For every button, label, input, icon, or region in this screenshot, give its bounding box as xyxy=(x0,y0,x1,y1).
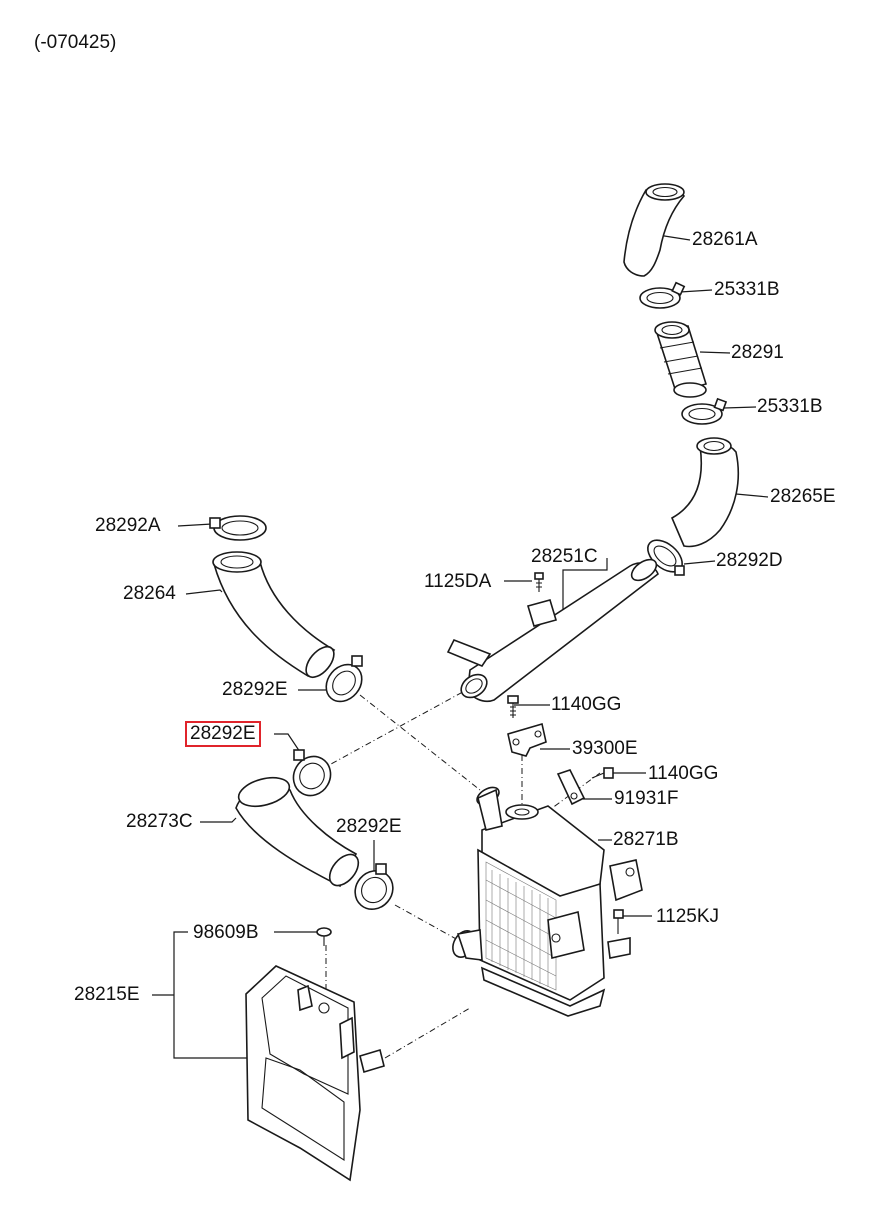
part-label-28251C[interactable]: 28251C xyxy=(531,546,598,567)
sensor-39300E xyxy=(507,722,547,757)
leader-lines xyxy=(152,234,769,1059)
part-label-28292A[interactable]: 28292A xyxy=(95,515,161,536)
clamp-25331B-top xyxy=(639,281,686,309)
part-label-25331B-bottom[interactable]: 25331B xyxy=(757,396,823,417)
bracket-91931F xyxy=(556,769,586,806)
bolt-1140GG-a xyxy=(507,695,519,718)
part-label-28292D[interactable]: 28292D xyxy=(716,550,783,571)
pipe-28251C xyxy=(446,558,659,703)
hose-28273C xyxy=(235,776,360,888)
bolt-1125DA xyxy=(534,572,544,592)
clamp-28292A xyxy=(209,515,267,541)
clamp-25331B-bottom xyxy=(681,397,728,425)
part-label-28292E-selected[interactable]: 28292E xyxy=(185,721,261,747)
part-label-28292E-b[interactable]: 28292E xyxy=(336,816,402,837)
part-label-28271B[interactable]: 28271B xyxy=(613,829,679,850)
date-code-label: (-070425) xyxy=(34,32,117,53)
part-label-25331B-top[interactable]: 25331B xyxy=(714,279,780,300)
part-label-28215E[interactable]: 28215E xyxy=(74,984,140,1005)
part-label-39300E[interactable]: 39300E xyxy=(572,738,638,759)
part-label-98609B[interactable]: 98609B xyxy=(193,922,259,943)
screw-98609B xyxy=(316,927,332,946)
part-label-28292E-a[interactable]: 28292E xyxy=(222,679,288,700)
intercooler-28271B xyxy=(452,786,643,1017)
part-label-28261A[interactable]: 28261A xyxy=(692,229,758,250)
connector-28291 xyxy=(654,321,708,398)
part-label-1140GG-a[interactable]: 1140GG xyxy=(551,694,622,715)
bolt-1140GG-b xyxy=(591,767,614,779)
clamp-28292E-b xyxy=(354,863,394,910)
part-label-28265E[interactable]: 28265E xyxy=(770,486,836,507)
part-label-28273C[interactable]: 28273C xyxy=(126,811,193,832)
hose-28265E xyxy=(670,437,740,548)
hose-28264 xyxy=(212,551,336,679)
part-label-1125KJ[interactable]: 1125KJ xyxy=(656,906,720,927)
bolt-1125KJ xyxy=(613,909,624,934)
part-label-28291[interactable]: 28291 xyxy=(731,342,784,363)
clamp-28292E-a xyxy=(325,655,363,703)
air-guide-28215E xyxy=(245,965,385,1182)
hose-28261A xyxy=(623,183,686,277)
part-label-1140GG-b[interactable]: 1140GG xyxy=(648,763,719,784)
part-label-91931F[interactable]: 91931F xyxy=(614,788,679,809)
part-label-28264[interactable]: 28264 xyxy=(123,583,176,604)
part-label-1125DA[interactable]: 1125DA xyxy=(424,571,492,592)
clamp-28292E-selected xyxy=(292,749,332,797)
